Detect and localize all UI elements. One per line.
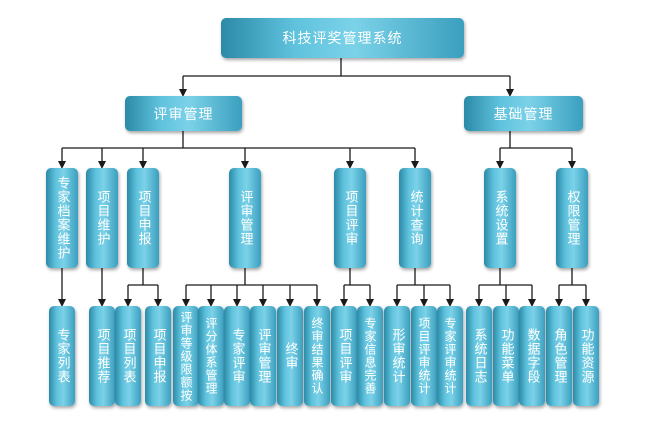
node-project-maintenance: 项目维护 [86, 168, 118, 268]
node-project-application: 项目申报 [127, 168, 159, 268]
leaf-expert-list: 专家列表 [49, 306, 75, 406]
leaf-data-field: 数据字段 [519, 306, 545, 406]
leaf-project-review: 项目评审 [331, 306, 357, 406]
leaf-role-management: 角色管理 [546, 306, 572, 406]
leaf-review-level-quota: 评审等级限额按 [173, 306, 199, 406]
node-basic-management: 基础管理 [464, 96, 583, 131]
leaf-final-result-confirm: 终审结果确认 [304, 306, 330, 406]
leaf-project-list: 项目列表 [115, 306, 141, 406]
leaf-system-log: 系统日志 [466, 306, 492, 406]
leaf-review-management: 评审管理 [250, 306, 276, 406]
leaf-formal-review-stats: 形审统计 [384, 306, 410, 406]
leaf-project-review-stats: 项目评审统计 [411, 306, 437, 406]
root-node: 科技评奖管理系统 [221, 18, 464, 58]
leaf-expert-review-stats: 专家评审统计 [437, 306, 463, 406]
node-review-management: 评审管理 [125, 96, 242, 131]
leaf-expert-review: 专家评审 [224, 306, 250, 406]
leaf-function-resource: 功能资源 [573, 306, 599, 406]
leaf-scoring-system: 评分体系管理 [198, 306, 224, 406]
node-project-review: 项目评审 [334, 168, 366, 268]
node-permission-management: 权限管理 [556, 168, 588, 268]
node-expert-archive: 专家档案维护 [46, 168, 78, 268]
leaf-expert-info-complete: 专家信息完善 [357, 306, 383, 406]
node-statistics-query: 统计查询 [399, 168, 431, 268]
leaf-project-recommend: 项目推荐 [89, 306, 115, 406]
leaf-function-menu: 功能菜单 [493, 306, 519, 406]
node-review-mgmt-sub: 评审管理 [229, 168, 261, 268]
leaf-final-review: 终审 [277, 306, 303, 406]
leaf-project-application: 项目申报 [145, 306, 171, 406]
node-system-settings: 系统设置 [484, 168, 516, 268]
